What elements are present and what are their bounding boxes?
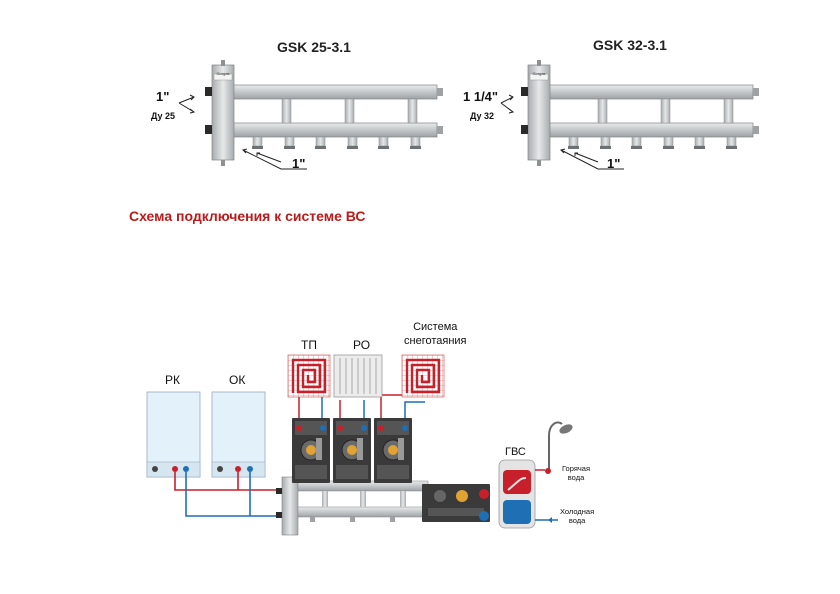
manifold-2-outlet-size: 1" [607, 156, 621, 171]
manifold-1-inlet-dn: Ду 25 [151, 111, 176, 121]
boiler-rk-label: РК [165, 373, 180, 387]
hot-water-label: Горячая вода [562, 464, 591, 482]
consumer-snow-label: Система снеготаяния [404, 321, 467, 347]
cold-water-label: Холодная вода [560, 507, 595, 525]
manifold-1-model: GSK 25-3.1 [277, 39, 351, 55]
manifold-diagrams [178, 59, 760, 170]
boiler-rk [146, 391, 201, 478]
dhw-tank [498, 459, 536, 529]
consumer-ro-label: РО [353, 338, 371, 352]
snow-melting [400, 353, 446, 399]
manifold-1-outlet-size: 1" [292, 156, 306, 171]
manifold-2-inlet-size: 1 1/4" [463, 89, 499, 104]
manifold-1-inlet-size: 1" [156, 89, 170, 104]
floor-heating [286, 353, 332, 399]
boiler-ok-label: ОК [229, 373, 246, 387]
section-title: Схема подключения к системе ВС [129, 208, 366, 224]
manifold-2-logo: Gorgas [532, 71, 546, 76]
manifold-2-inlet-dn: Ду 32 [470, 111, 495, 121]
radiator [333, 354, 383, 398]
manifold-1-logo: Gorgas [216, 71, 230, 76]
manifold-2-model: GSK 32-3.1 [593, 37, 667, 53]
boiler-ok [211, 391, 266, 478]
consumer-tp-label: ТП [301, 338, 317, 352]
dhw-label: ГВС [505, 446, 526, 458]
